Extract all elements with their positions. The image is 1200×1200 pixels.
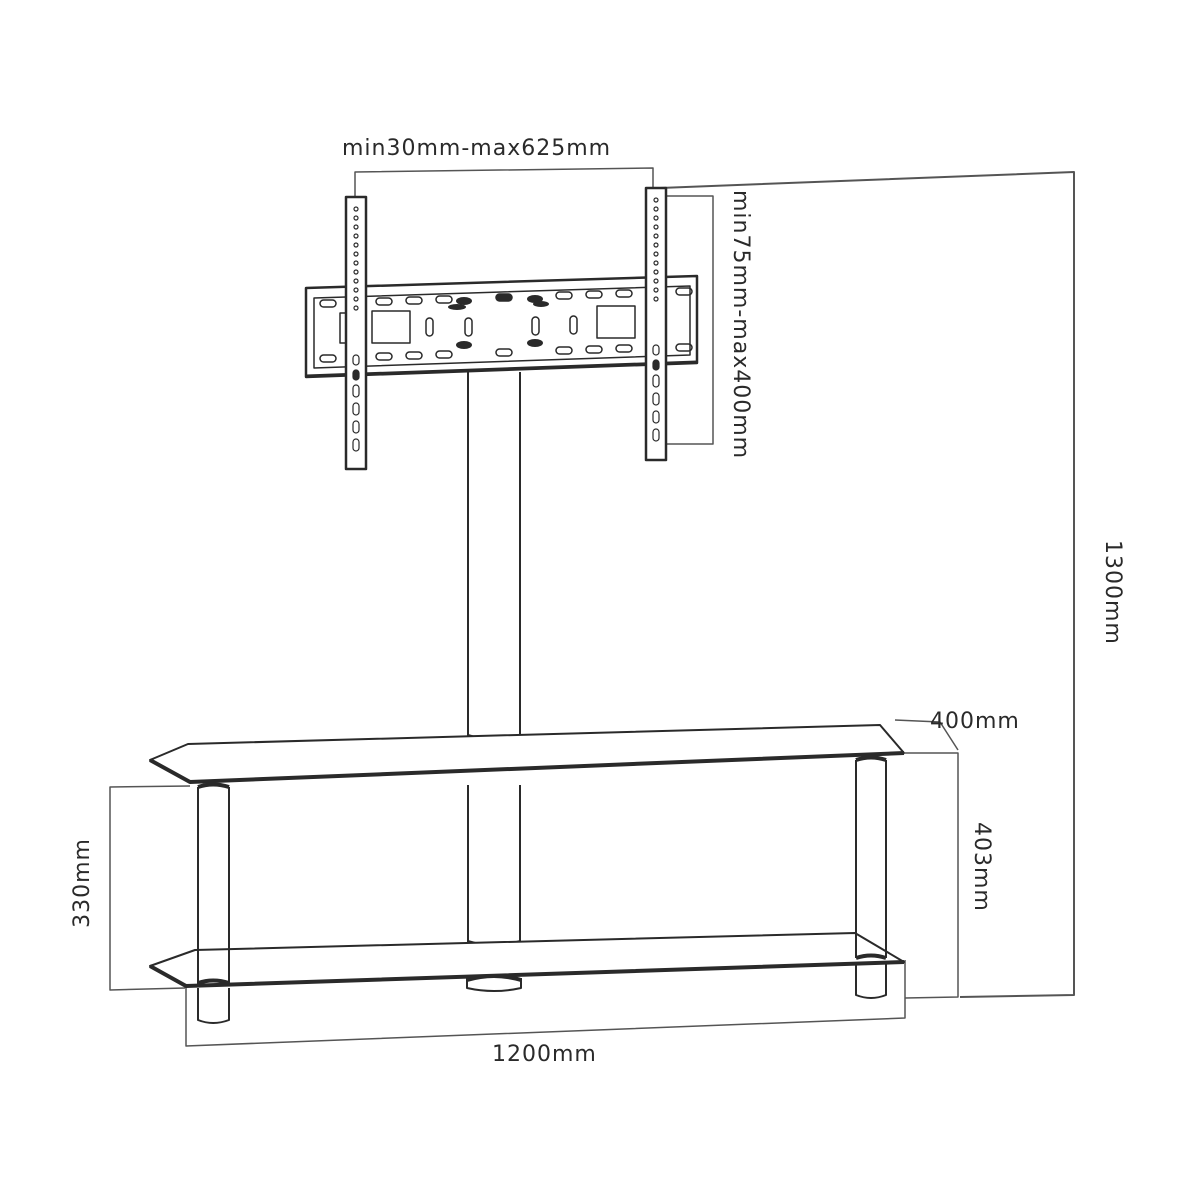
left-vertical-arm	[344, 195, 368, 471]
bottom-glass-shelf	[149, 932, 905, 988]
left-leg	[197, 782, 230, 1024]
shelf-height-right-label: 403mm	[969, 822, 994, 912]
overall-width-label: 1200mm	[492, 1042, 597, 1067]
dim-bracket-width	[354, 167, 654, 196]
right-vertical-arm	[644, 186, 668, 462]
shelf-depth-label: 400mm	[930, 709, 1020, 734]
dim-shelf-height-right	[904, 752, 959, 999]
center-pole	[466, 372, 522, 992]
dim-overall-height	[659, 171, 1075, 998]
dim-overall-width	[185, 960, 906, 1047]
dim-bracket-height	[660, 195, 714, 445]
overall-height-label: 1300mm	[1100, 540, 1125, 645]
bracket-height-label: min75mm-max400mm	[728, 190, 753, 460]
dim-shelf-depth	[894, 719, 959, 751]
bracket-width-label: min30mm-max625mm	[342, 136, 612, 161]
top-glass-shelf	[149, 724, 905, 784]
right-leg	[855, 755, 887, 999]
dim-shelf-spacing-left	[109, 785, 191, 991]
wall-bracket-plate	[304, 274, 699, 379]
shelf-spacing-left-label: 330mm	[70, 838, 95, 928]
